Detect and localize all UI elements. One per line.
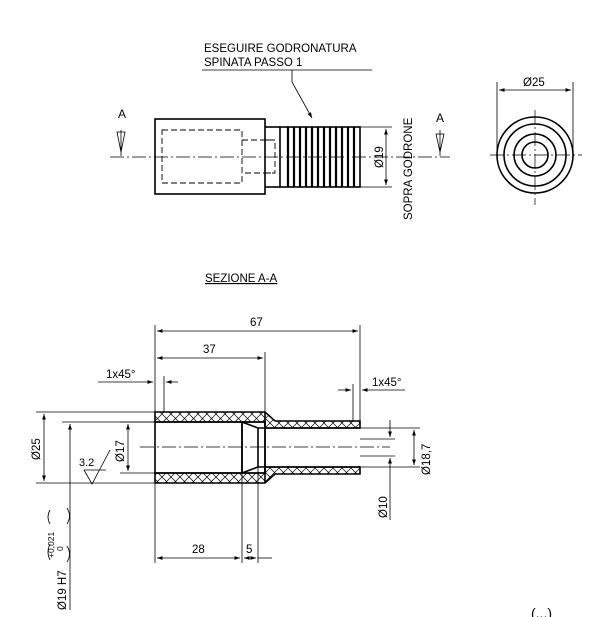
- dim-side-diameter: Ø19: [374, 146, 386, 168]
- section-view: 67 37 1x45° 1x45° Ø25 Ø19 H7 +0,021 0 Ø1…: [31, 317, 433, 610]
- section-bore: [154, 421, 243, 474]
- dim-length-37: 37: [203, 344, 216, 356]
- dim-bore-tolerance-lower: 0: [55, 546, 65, 551]
- dim-chamfer-right: 1x45°: [372, 377, 402, 389]
- dim-bore-diameter: Ø17: [115, 440, 127, 462]
- side-view-body: [154, 118, 266, 195]
- dim-outer-diameter: Ø25: [31, 438, 43, 460]
- section-marker-right: A: [435, 111, 445, 156]
- section-wall-top: [154, 411, 361, 429]
- knurl-note-line2: SPINATA PASSO 1: [204, 57, 302, 69]
- side-view-hidden-bore: [161, 129, 243, 184]
- svg-text:A: A: [436, 111, 444, 125]
- dim-chamfer-left: 1x45°: [106, 369, 136, 381]
- corner-mark: (...): [531, 605, 552, 617]
- roughness-symbol: 3.2: [79, 449, 111, 485]
- knurl-note-line1: ESEGUIRE GODRONATURA: [204, 43, 357, 55]
- svg-text:3.2: 3.2: [79, 457, 94, 469]
- dim-shank-diameter: Ø18,7: [421, 444, 433, 475]
- above-knurl-note: SOPRA GODRONE: [403, 117, 415, 220]
- section-marker-left: A: [116, 107, 126, 156]
- side-view-hidden-step: [242, 139, 276, 174]
- side-view: A A ESEGUIRE GODRONATURA SPINATA PASSO 1…: [110, 43, 450, 220]
- end-view: Ø25: [490, 77, 582, 205]
- dim-bore-tolerance: Ø19 H7: [57, 570, 69, 610]
- svg-text:A: A: [118, 107, 126, 121]
- section-wall-bottom: [154, 466, 361, 484]
- dim-small-bore: Ø10: [378, 496, 390, 518]
- knurl-leader: [202, 69, 372, 118]
- dim-overall-length: 67: [250, 317, 263, 329]
- dim-length-5: 5: [246, 544, 252, 556]
- dim-bore-tolerance-upper: +0,021: [46, 531, 56, 558]
- dim-length-28: 28: [192, 544, 205, 556]
- dim-end-diameter: Ø25: [523, 77, 545, 89]
- section-title: SEZIONE A-A: [205, 273, 278, 285]
